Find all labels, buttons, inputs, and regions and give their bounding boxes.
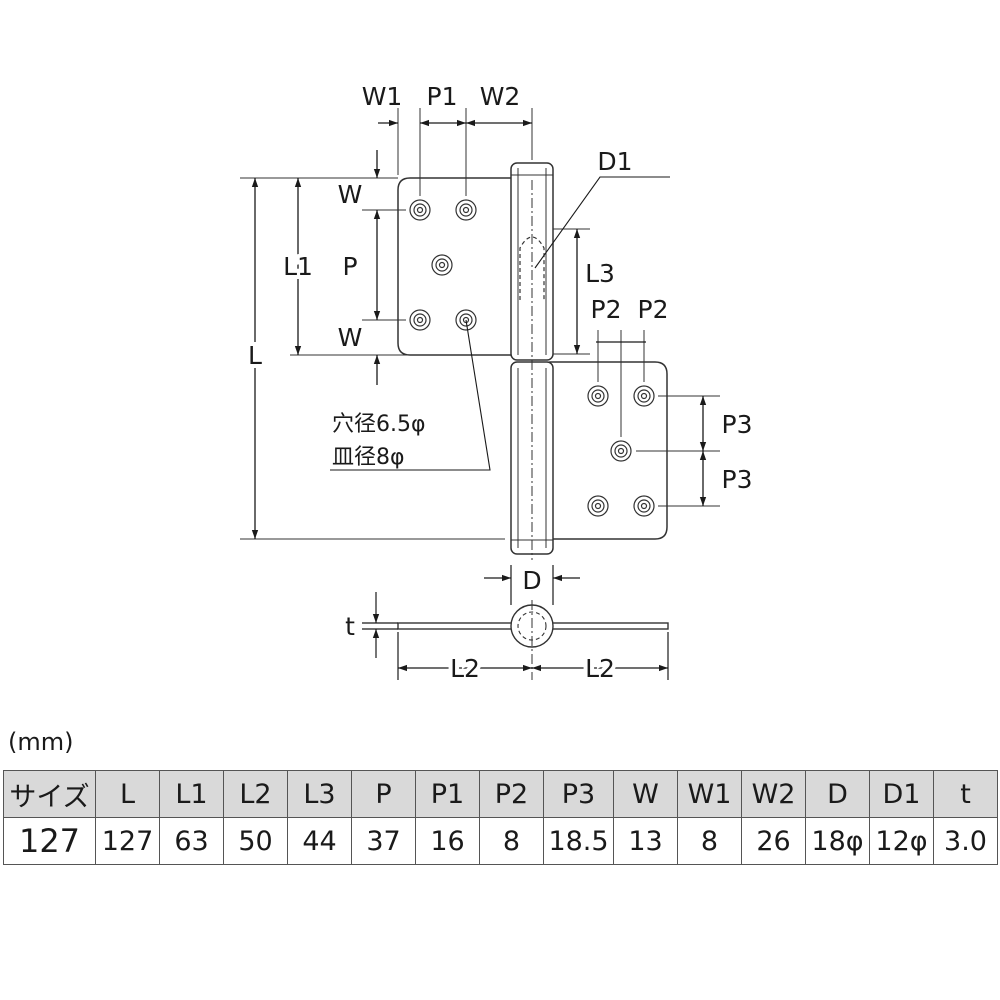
hole-icon [633, 385, 655, 407]
hole-icon [409, 199, 431, 221]
hinge-drawing: W1 P1 W2 D1 W L1 P W L L3 P2 P2 P3 P3 D … [240, 82, 753, 683]
cell-d1: 12φ [869, 817, 934, 865]
cell-l3: 44 [287, 817, 352, 865]
label-w1: W1 [362, 82, 403, 111]
label-p3-a: P3 [722, 410, 753, 439]
col-header-size: サイズ [3, 770, 96, 818]
col-header-d1: D1 [869, 770, 934, 818]
col-header-t: t [933, 770, 998, 818]
table-header-row: サイズ L L1 L2 L3 P P1 P2 P3 W W1 W2 D D1 t [3, 770, 998, 818]
hole-icon [587, 495, 609, 517]
upper-holes [409, 199, 477, 331]
hole-icon [610, 440, 632, 462]
cell-w: 13 [613, 817, 678, 865]
col-header-l2: L2 [223, 770, 288, 818]
col-header-w2: W2 [741, 770, 806, 818]
label-d: D [522, 566, 541, 595]
hole-icon [633, 495, 655, 517]
col-header-p2: P2 [479, 770, 544, 818]
label-l: L [248, 341, 262, 370]
cell-t: 3.0 [933, 817, 998, 865]
col-header-d: D [805, 770, 870, 818]
dimension-lines [251, 119, 707, 539]
cell-p2: 8 [479, 817, 544, 865]
leader-lines [330, 176, 670, 471]
hidden-pin [519, 236, 545, 300]
spec-table: サイズ L L1 L2 L3 P P1 P2 P3 W W1 W2 D D1 t… [3, 770, 998, 865]
label-w2: W2 [480, 82, 521, 111]
side-view-dims [362, 565, 669, 680]
col-header-p: P [351, 770, 416, 818]
hole-icon [431, 254, 453, 276]
label-d1: D1 [597, 147, 632, 176]
unit-label: (mm) [8, 728, 74, 756]
cell-p3: 18.5 [543, 817, 614, 865]
hole-icon [455, 199, 477, 221]
col-header-w: W [613, 770, 678, 818]
label-l2-right: L2 [585, 654, 615, 683]
col-header-l3: L3 [287, 770, 352, 818]
cell-d: 18φ [805, 817, 870, 865]
hole-icon [455, 309, 477, 331]
label-l1: L1 [283, 252, 313, 281]
label-p3-b: P3 [722, 465, 753, 494]
hole-icon [587, 385, 609, 407]
label-p1: P1 [427, 82, 458, 111]
label-l3: L3 [585, 259, 615, 288]
lower-leaf [549, 361, 668, 540]
col-header-l1: L1 [159, 770, 224, 818]
label-w-bottom: W [338, 323, 363, 352]
hole-diameter-note: 穴径6.5φ [332, 412, 426, 437]
cell-l2: 50 [223, 817, 288, 865]
label-p: P [342, 252, 357, 281]
table-row: 127 127 63 50 44 37 16 8 18.5 13 8 26 18… [3, 817, 998, 865]
label-p2-a: P2 [591, 295, 622, 324]
label-l2-left: L2 [450, 654, 480, 683]
upper-leaf [397, 177, 516, 356]
cell-l1: 63 [159, 817, 224, 865]
cell-l: 127 [95, 817, 160, 865]
col-header-p3: P3 [543, 770, 614, 818]
cell-p1: 16 [415, 817, 480, 865]
cell-w2: 26 [741, 817, 806, 865]
cell-p: 37 [351, 817, 416, 865]
col-header-w1: W1 [677, 770, 742, 818]
label-t: t [345, 612, 355, 641]
col-header-p1: P1 [415, 770, 480, 818]
lower-holes [587, 385, 655, 517]
countersink-diameter-note: 皿径8φ [332, 445, 405, 470]
label-w-top: W [338, 180, 363, 209]
col-header-l: L [95, 770, 160, 818]
cell-size: 127 [3, 817, 96, 865]
side-view [397, 600, 669, 680]
cell-w1: 8 [677, 817, 742, 865]
label-p2-b: P2 [638, 295, 669, 324]
hole-icon [409, 309, 431, 331]
